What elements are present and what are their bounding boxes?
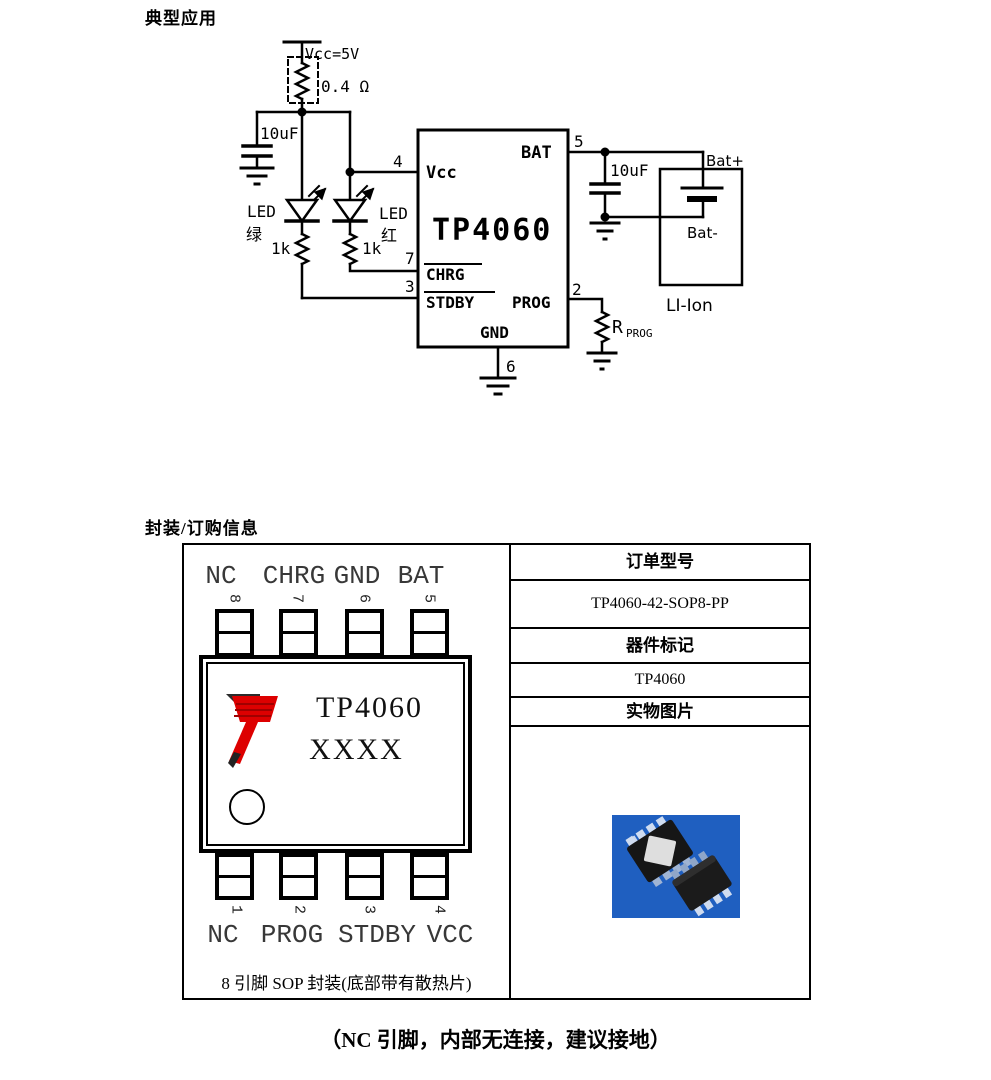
gnd-ground [479, 376, 517, 396]
package-drawing: NC CHRG GND BAT 8 7 6 5 [184, 545, 509, 998]
chip-name: TP4060 [432, 213, 552, 248]
red-resistor-label: 1k [362, 239, 382, 258]
chip-pin-vcc: Vcc [426, 163, 457, 183]
green-led-color: 绿 [246, 226, 262, 244]
junction-dot [297, 107, 307, 117]
package-marking-name: TP4060 [315, 691, 423, 724]
chip-pin-bat: BAT [521, 143, 552, 163]
ordering-table: NC CHRG GND BAT 8 7 6 5 [182, 543, 811, 1000]
chip-pin-gnd: GND [480, 323, 509, 342]
red-led-symbol [332, 198, 368, 224]
green-resistor-symbol [293, 232, 311, 266]
top-pin-7 [279, 609, 318, 657]
top-pin-label-gnd: GND [333, 561, 381, 591]
green-led-arrows [307, 186, 325, 199]
pin-number-6: 6 [506, 357, 516, 376]
bottom-pin-label-vcc: VCC [426, 920, 474, 950]
package-ordering-title: 封装/订购信息 [145, 519, 259, 538]
package-caption: 8 引脚 SOP 封装(底部带有散热片) [221, 974, 472, 993]
product-photo [612, 815, 740, 918]
output-cap-label: 10uF [610, 161, 649, 180]
bottom-pin-number-1: 1 [227, 904, 245, 914]
supply-voltage-label: Vcc=5V [305, 45, 359, 63]
top-pin-number-6: 6 [355, 593, 373, 603]
sop8-chip-bottom-view [625, 816, 693, 888]
top-pin-8 [215, 609, 254, 657]
supply-resistor-box [287, 56, 319, 104]
supply-resistor-label: 0.4 Ω [321, 77, 370, 96]
junction-dot [600, 212, 610, 222]
output-cap-plates [589, 182, 621, 195]
chip-pin-stdby: STDBY [426, 293, 475, 312]
bottom-pin-label-nc: NC [207, 920, 239, 950]
top-pin-number-8: 8 [225, 593, 243, 603]
chip-pin-chrg: CHRG [426, 265, 465, 284]
battery-type-label: LI-Ion [666, 296, 713, 316]
pin-number-5: 5 [574, 132, 584, 151]
package-marking-lot: XXXX [309, 733, 404, 766]
pin-number-3: 3 [405, 277, 415, 296]
bottom-pin-4 [410, 853, 449, 900]
rprog-resistor-symbol [593, 310, 611, 344]
typical-application-title: 典型应用 [145, 9, 217, 28]
sop8-chip-top-view [670, 850, 733, 917]
red-branch-wire [348, 110, 420, 202]
bottom-pin-3 [345, 853, 384, 900]
red-resistor-symbol [341, 232, 359, 266]
input-cap-ground [239, 166, 275, 186]
nc-pin-note: （NC 引脚，内部无连接，建议接地） [320, 1028, 671, 1052]
bottom-pin-1 [215, 853, 254, 900]
chip-pin-prog: PROG [512, 293, 551, 312]
pin-number-2: 2 [572, 280, 582, 299]
bottom-pin-2 [279, 853, 318, 900]
input-cap-plates [241, 144, 273, 158]
junction-dot [600, 147, 610, 157]
pin-number-4: 4 [393, 152, 403, 171]
rprog-ground [586, 351, 618, 371]
package-body-inner-border [206, 662, 465, 846]
green-led-label: LED [247, 202, 276, 221]
output-cap-ground [589, 221, 621, 241]
junction-dot [345, 167, 355, 177]
top-pin-label-nc: NC [205, 561, 237, 591]
table-column-divider [509, 545, 511, 998]
rprog-label-main: R [612, 317, 623, 338]
bottom-pin-number-4: 4 [430, 904, 448, 914]
battery-box [658, 167, 744, 287]
typical-application-circuit: Vcc=5V 0.4 Ω 10uF LED 绿 1k LED 红 1k Vcc … [239, 40, 744, 396]
green-led-symbol [284, 198, 320, 224]
device-marking-header: 器件标记 [511, 629, 809, 664]
bottom-pin-number-2: 2 [290, 904, 308, 914]
bottom-pin-label-prog: PROG [260, 920, 324, 950]
top-pin-6 [345, 609, 384, 657]
brand-logo-icon [226, 694, 278, 768]
red-led-arrows [355, 186, 373, 199]
chip-body [416, 128, 570, 349]
order-model-header: 订单型号 [511, 545, 809, 581]
supply-resistor-symbol [293, 61, 311, 101]
active-low-overlines [424, 263, 495, 293]
prog-wire [566, 297, 604, 355]
top-pin-5 [410, 609, 449, 657]
top-pin-label-chrg: CHRG [262, 561, 326, 591]
input-cap-label: 10uF [260, 124, 299, 143]
device-marking-value: TP4060 [511, 664, 809, 698]
bottom-pin-label-stdby: STDBY [337, 920, 416, 950]
red-led-color: 红 [381, 227, 397, 245]
battery-minus-label: Bat- [687, 224, 718, 242]
green-resistor-label: 1k [271, 239, 291, 258]
top-pin-label-bat: BAT [397, 561, 445, 591]
pin-number-7: 7 [405, 249, 415, 268]
pin1-indicator-dot [229, 789, 265, 825]
order-model-value: TP4060-42-SOP8-PP [511, 581, 809, 629]
bottom-pin-number-3: 3 [360, 904, 378, 914]
rprog-label-sub: PROG [626, 327, 653, 340]
top-pin-number-5: 5 [420, 593, 438, 603]
red-led-label: LED [379, 204, 408, 223]
battery-plus-label: Bat+ [706, 152, 744, 170]
product-photo-header: 实物图片 [511, 698, 809, 727]
top-pin-number-7: 7 [288, 593, 306, 603]
